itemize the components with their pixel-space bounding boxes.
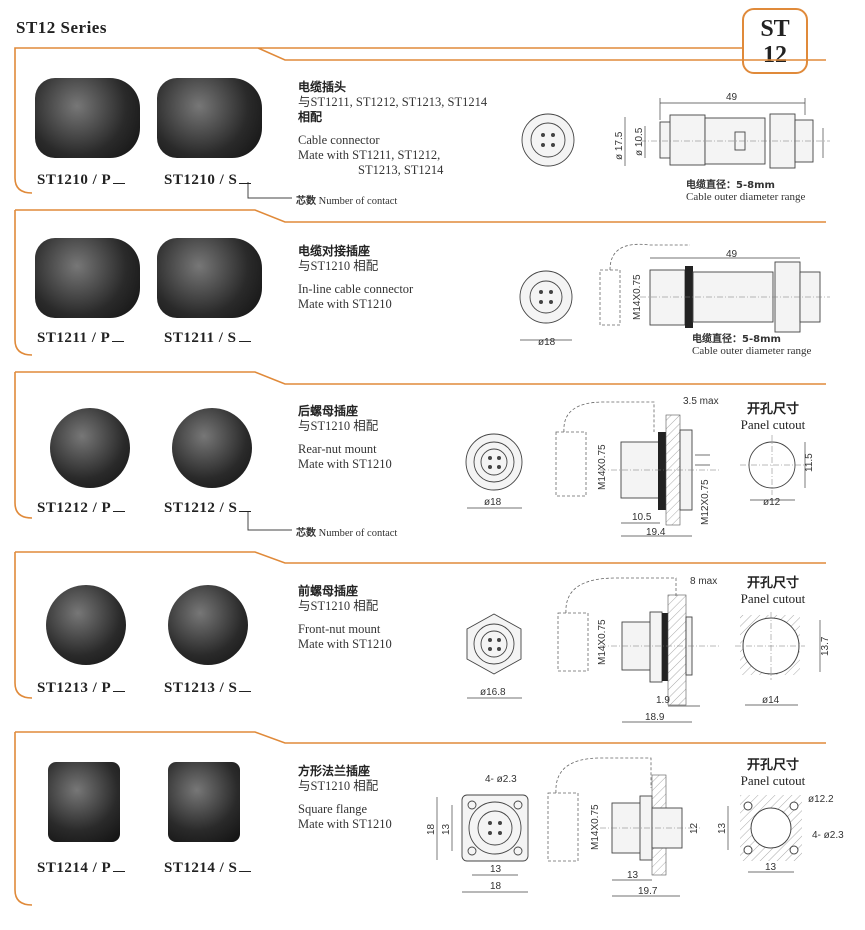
dim-inner-h: 13 xyxy=(441,823,452,835)
dim-cut-h: 13 xyxy=(717,822,728,834)
dim-cut-d: ø12.2 xyxy=(808,794,834,805)
drawing-st1212: ø18 3.5 max M14X0.75 M12X0.75 10.5 19.4 … xyxy=(465,396,815,538)
dim-thread1: M14X0.75 xyxy=(597,444,608,490)
photo-st1213-socket xyxy=(168,585,248,665)
dim-cut-w: 13 xyxy=(765,862,777,873)
drawing-st1213: ø16.8 8 max M14X0.75 1.9 18.9 13.7 ø14 xyxy=(466,576,831,723)
dim-b: 19.7 xyxy=(638,886,658,897)
photo-st1212-socket xyxy=(172,408,252,488)
dim-thread: M14X0.75 xyxy=(632,274,643,320)
dim-cut-holes: 4- ø2.3 xyxy=(812,830,844,841)
drawing-st1211: ø18 49 M14X0.75 xyxy=(519,243,830,348)
dim-b: 19.4 xyxy=(646,527,666,538)
section-outline-2 xyxy=(14,209,826,356)
photo-st1210-plug xyxy=(35,78,140,158)
model-st1212-p: ST1212 / P xyxy=(37,500,126,517)
photo-st1212-plug xyxy=(50,408,130,488)
dim-a: 10.5 xyxy=(632,512,652,523)
section-outline-3 xyxy=(14,371,826,519)
photo-st1214-socket xyxy=(168,762,240,842)
dim-h: 12 xyxy=(689,822,700,834)
model-st1210-s: ST1210 / S xyxy=(164,172,252,189)
contact-note-1: 芯数 Number of contact xyxy=(296,196,398,207)
dim-max: 3.5 max xyxy=(683,396,719,407)
photo-st1214-plug xyxy=(48,762,120,842)
dim-outer-h: 18 xyxy=(426,823,437,835)
dim-length: 49 xyxy=(726,92,738,103)
badge-line1: ST xyxy=(760,16,790,42)
photo-st1211-plug xyxy=(35,238,140,318)
dim-b: 18.9 xyxy=(645,712,665,723)
photo-st1211-socket xyxy=(157,238,262,318)
model-st1213-s: ST1213 / S xyxy=(164,680,252,697)
model-st1214-p: ST1214 / P xyxy=(37,860,126,877)
dim-cut-h: 11.5 xyxy=(804,453,815,472)
dim-length: 49 xyxy=(726,249,738,260)
model-st1214-s: ST1214 / S xyxy=(164,860,252,877)
model-st1213-p: ST1213 / P xyxy=(37,680,126,697)
model-st1211-s: ST1211 / S xyxy=(164,330,251,347)
drawing-st1210: 49 ø 17.5 ø 10.5 xyxy=(521,92,830,169)
description-st1211: 电缆对接插座与ST1210 相配 In-line cable connector… xyxy=(298,244,414,311)
dim-cut-h: 13.7 xyxy=(820,636,831,656)
section-outline-1 xyxy=(14,47,826,194)
model-st1211-p: ST1211 / P xyxy=(37,330,125,347)
badge-line2: 12 xyxy=(763,42,787,68)
dim-a: 1.9 xyxy=(656,695,670,706)
dim-max: 8 max xyxy=(690,576,717,587)
dim-front: ø18 xyxy=(484,497,502,508)
dim-thread1: M14X0.75 xyxy=(590,804,601,850)
dim-thread1: M14X0.75 xyxy=(597,619,608,665)
dim-holes: 4- ø2.3 xyxy=(485,774,517,785)
section-outlines xyxy=(14,47,826,906)
page-title: ST12 Series xyxy=(16,18,107,37)
dim-d1: ø 17.5 xyxy=(614,131,625,160)
dim-cut-d: ø14 xyxy=(762,695,780,706)
dim-a: 13 xyxy=(627,870,639,881)
dim-front: ø16.8 xyxy=(480,687,506,698)
model-st1212-s: ST1212 / S xyxy=(164,500,252,517)
section-outline-4 xyxy=(14,551,826,699)
photo-st1213-plug xyxy=(46,585,126,665)
dim-cut-d: ø12 xyxy=(763,497,781,508)
contact-note-2: 芯数 Number of contact xyxy=(296,528,398,539)
dim-thread2: M12X0.75 xyxy=(700,479,711,525)
photo-st1210-socket xyxy=(157,78,262,158)
drawing-st1214: 4- ø2.3 18 13 13 18 M14X0.75 12 13 19.7 … xyxy=(426,757,844,897)
contact-leaders xyxy=(247,182,292,531)
dim-inner-w: 13 xyxy=(490,864,502,875)
dim-front: ø18 xyxy=(538,337,556,348)
dim-d2: ø 10.5 xyxy=(634,127,645,156)
section-outline-5 xyxy=(14,731,826,906)
model-st1210-p: ST1210 / P xyxy=(37,172,126,189)
dim-outer-w: 18 xyxy=(490,881,502,892)
